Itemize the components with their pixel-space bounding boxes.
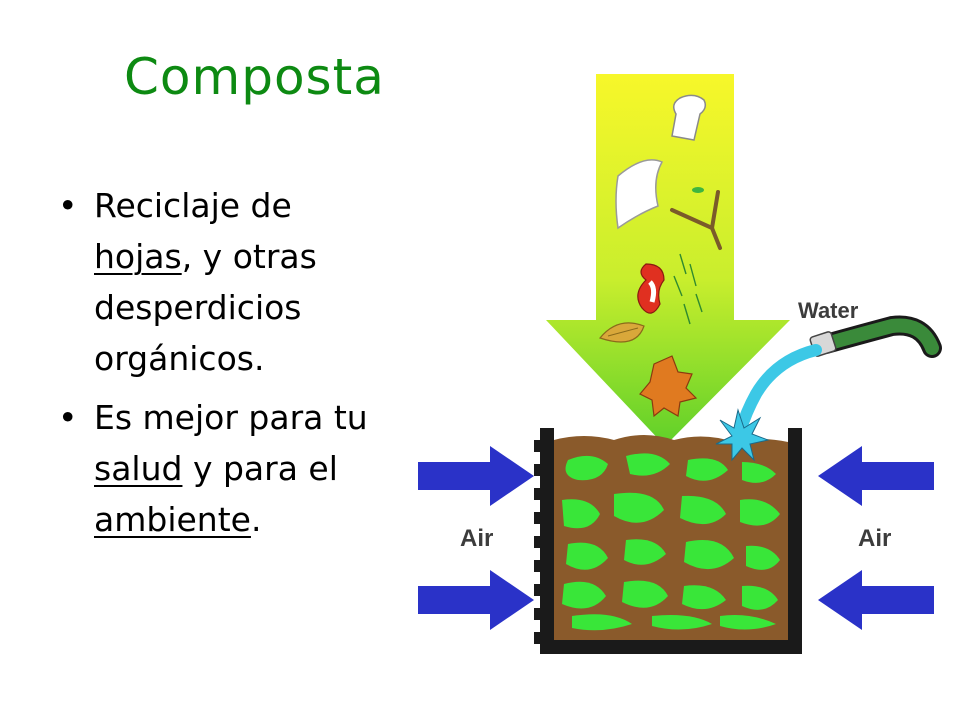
bullet-text: Reciclaje de [94,186,292,225]
underlined-word-ambiente: ambiente [94,500,251,539]
water-label: Water [798,298,859,323]
air-left-label: Air [460,525,493,552]
air-right-label: Air [858,525,891,552]
bullet-dot: • [58,186,78,225]
apple-core-icon [637,263,665,314]
bin-bottom [540,640,802,654]
compost-green-chunks [562,453,780,631]
water-hose [809,315,942,358]
bullet-list: • Reciclaje de hojas, y otras desperdici… [58,180,398,553]
underlined-word-salud: salud [94,449,183,488]
air-arrows-left [418,446,534,630]
bin-left-wall [534,428,554,654]
air-arrows-right [818,446,934,630]
compost-soil [554,435,788,640]
bullet-dot: • [58,398,78,437]
grass-clippings-icon [673,253,703,325]
water-stream [715,344,822,462]
orange-leaf-icon [639,355,698,418]
twig-icon [670,187,722,250]
bin-right-wall [788,428,802,654]
air-arrow-left-bottom [418,570,534,630]
air-arrow-right-bottom [818,570,934,630]
slide-title: Composta [124,48,385,106]
bullet-item: • Reciclaje de hojas, y otras desperdici… [58,180,398,384]
air-arrow-right-top [818,446,934,506]
bullet-item: • Es mejor para tu salud y para el ambie… [58,392,398,545]
bullet-text: , y otras desperdicios orgánicos. [94,237,317,378]
bullet-text: Es mejor para tu [94,398,368,437]
bread-icon [671,94,707,141]
underlined-word-hojas: hojas [94,237,182,276]
big-down-arrow [546,74,790,446]
compost-bin [534,428,802,654]
bullet-text: y para el [182,449,338,488]
napkin-icon [615,159,664,230]
air-arrow-left-top [418,446,534,506]
bullet-text: . [250,500,262,539]
dry-leaf-icon [598,322,645,343]
compost-diagram: Water Air Air [418,74,942,654]
